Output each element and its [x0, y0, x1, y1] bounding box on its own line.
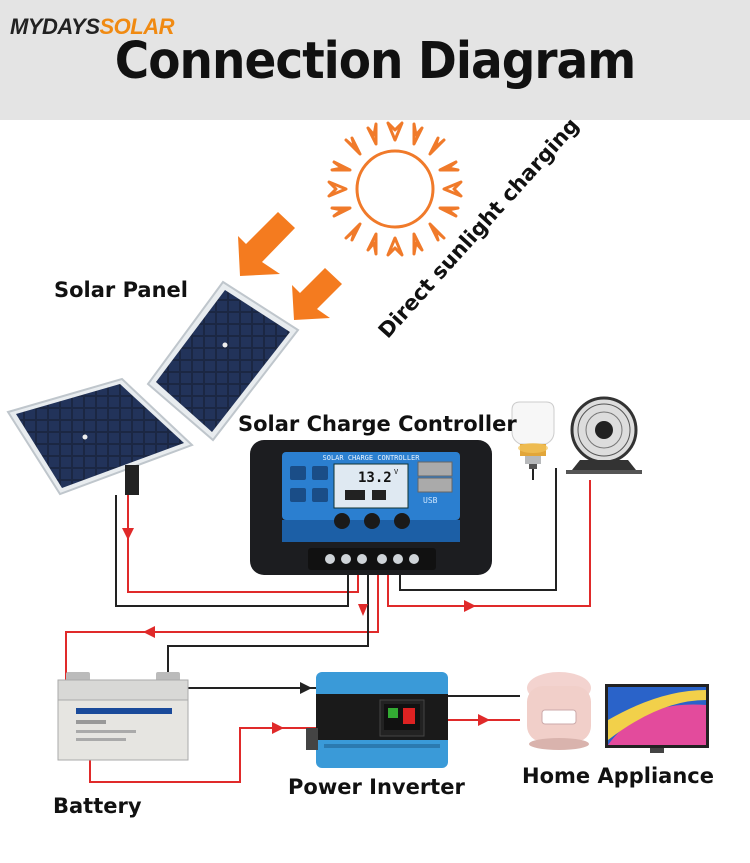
television-image: [605, 684, 709, 753]
label-battery: Battery: [53, 794, 142, 818]
sunlight-arrow-2: [292, 268, 342, 320]
sun-icon: [327, 121, 463, 257]
controller-voltage-unit: V: [394, 468, 399, 476]
wire-arrows: [122, 528, 490, 734]
label-charge-controller: Solar Charge Controller: [238, 412, 517, 436]
sunlight-arrow-1: [238, 212, 295, 276]
solar-panel-image: [6, 280, 300, 496]
charge-controller-image: SOLAR CHARGE CONTROLLER 13.2 V USB: [250, 440, 492, 575]
rice-cooker-image: [527, 672, 591, 750]
brand-logo-right: SOLAR: [99, 14, 175, 39]
brand-logo-left: MYDAYS: [10, 14, 100, 39]
power-inverter-image: [306, 672, 448, 768]
controller-button-3: [394, 513, 410, 529]
wiring: [65, 466, 591, 783]
controller-usb-label: USB: [423, 496, 438, 505]
controller-header-text: SOLAR CHARGE CONTROLLER: [323, 454, 421, 462]
controller-button-2: [364, 513, 380, 529]
controller-button-1: [334, 513, 350, 529]
label-solar-panel: Solar Panel: [54, 278, 188, 302]
light-bulb-image: [511, 401, 555, 469]
battery-image: [57, 672, 189, 761]
desk-fan-image: [566, 396, 642, 474]
brand-logo: MYDAYSSOLAR: [10, 14, 174, 40]
page-title: Connection Diagram: [114, 31, 636, 92]
label-home-appliance: Home Appliance: [522, 764, 714, 788]
header-banner: MYDAYSSOLAR Connection Diagram: [0, 0, 750, 120]
label-power-inverter: Power Inverter: [288, 775, 465, 799]
controller-voltage-readout: 13.2: [358, 470, 392, 486]
